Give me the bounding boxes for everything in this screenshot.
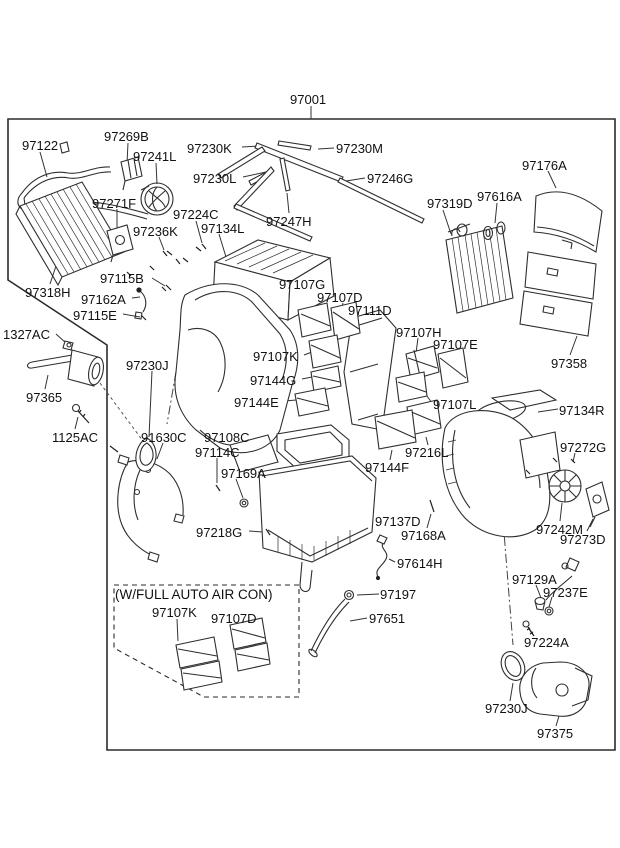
art-case-97137D [258, 455, 377, 593]
art-duct-97375 [500, 651, 593, 717]
art-case-97134L [126, 239, 335, 473]
part-label-97269B: 97269B [104, 129, 149, 144]
part-label-97614H: 97614H [397, 556, 443, 571]
part-label-97375: 97375 [537, 726, 574, 741]
part-label-97230L: 97230L [193, 171, 237, 186]
part-label-97230M: 97230M [336, 141, 383, 156]
part-label-91630C: 91630C [141, 430, 187, 445]
part-label-97107G: 97107G [279, 277, 326, 292]
part-label-97176A: 97176A [522, 158, 567, 173]
art-wire-97614H [375, 534, 388, 581]
part-label-97134L: 97134L [201, 221, 245, 236]
part-label-97319D: 97319D [427, 196, 473, 211]
art-hose-97651 [308, 589, 355, 658]
part-label-97115B: 97115B [100, 271, 144, 286]
part-label-97169A: 97169A [221, 466, 266, 481]
part-label-97271F: 97271F [92, 196, 137, 211]
full-auto-box [113, 584, 300, 698]
part-label-97273D: 97273D [560, 532, 606, 547]
part-label-97122: 97122 [22, 138, 59, 153]
part-label-97108C: 97108C [204, 430, 250, 445]
part-label-97114C: 97114C [195, 445, 240, 460]
art-actuator-97269B [120, 156, 143, 191]
part-label-1327AC: 1327AC [3, 327, 50, 342]
part-label-97216L: 97216L [405, 445, 449, 460]
part-label-97247H: 97247H [266, 214, 312, 229]
part-label-97111D: 97111D [348, 303, 392, 318]
part-label-97230K: 97230K [187, 141, 232, 156]
part-label-97218G: 97218G [196, 525, 243, 540]
diagram-border [7, 106, 616, 751]
part-label-97224A: 97224A [524, 635, 569, 650]
part-label-97129A: 97129A [512, 572, 557, 587]
part-label-97230J-duct: 97230J [485, 701, 528, 716]
part-label-97144G: 97144G [250, 373, 297, 388]
part-label-97144E: 97144E [234, 395, 279, 410]
part-label-97001: 97001 [290, 92, 327, 107]
part-label-97272G: 97272G [560, 440, 607, 455]
part-label-97197: 97197 [380, 587, 417, 602]
art-seal-97230J [135, 437, 157, 472]
part-label-97236K: 97236K [133, 224, 178, 239]
art-cover-97176A [533, 191, 603, 253]
part-label-1125AC: 1125AC [52, 430, 99, 445]
part-label-97115E: 97115E [73, 308, 117, 323]
part-label-97651: 97651 [369, 611, 406, 626]
part-label-97162A: 97162A [81, 292, 126, 307]
part-label-97144F: 97144F [365, 460, 410, 475]
part-label-97230J: 97230J [126, 358, 169, 373]
art-linkage-cluster [522, 557, 580, 637]
art-flaps-full-auto [175, 617, 271, 691]
art-case-97134R [441, 389, 561, 538]
part-label-97224C: 97224C [173, 207, 219, 222]
part-label-97107E: 97107E [433, 337, 478, 352]
part-label-97107D-box: 97107D [211, 611, 257, 626]
leader-lines [39, 142, 594, 727]
full-auto-air-con-note: (W/FULL AUTO AIR CON) [115, 587, 273, 602]
part-label-97107L: 97107L [433, 397, 477, 412]
part-label-97137D: 97137D [375, 514, 421, 529]
part-label-97246G: 97246G [367, 171, 414, 186]
art-pads-97358 [519, 251, 597, 337]
part-label-97616A: 97616A [477, 189, 522, 204]
art-actuator-97271F [106, 224, 134, 263]
part-label-97168A: 97168A [401, 528, 446, 543]
art-panel-97111D [343, 309, 397, 431]
art-actuator-97273D [525, 457, 610, 528]
part-label-97107H: 97107H [396, 325, 442, 340]
part-label-97107K: 97107K [253, 349, 298, 364]
art-fan-97242M [548, 469, 582, 503]
part-label-97242M: 97242M [536, 522, 583, 537]
part-label-97358: 97358 [551, 356, 588, 371]
part-label-97318H: 97318H [25, 285, 71, 300]
art-heater-core-97319D [445, 221, 514, 314]
part-label-97107K-box: 97107K [152, 605, 197, 620]
art-fan-97241L [140, 182, 174, 216]
art-flaps [294, 301, 469, 450]
part-label-97241L: 97241L [133, 149, 177, 164]
part-label-97237E: 97237E [543, 585, 588, 600]
art-small-fasteners [134, 284, 435, 536]
part-label-97107D: 97107D [317, 290, 363, 305]
part-label-97134R: 97134R [559, 403, 605, 418]
art-rods [217, 140, 425, 242]
art-pipe-assy-97365 [26, 340, 104, 424]
part-label-97365: 97365 [26, 390, 63, 405]
